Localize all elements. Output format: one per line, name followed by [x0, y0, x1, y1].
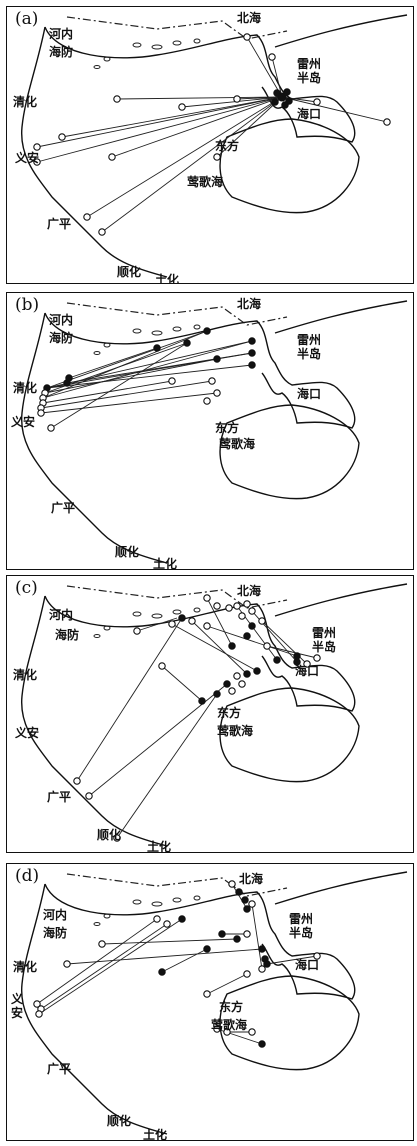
place-haikou: 海口: [295, 958, 320, 972]
map-panel-b: (b) 河内 海防 北海 雷州半岛 清化 海口 义安 东方 莺歌海 广平 顺化 …: [6, 292, 414, 570]
panel-label: (a): [15, 9, 39, 29]
coastline-mainland: [44, 312, 356, 429]
place-dongfang: 东方: [217, 706, 242, 720]
place-shunhua: 顺化: [117, 265, 142, 279]
map-d-svg: [21, 871, 408, 1135]
place-tuhua: 土化: [147, 840, 172, 853]
place-yian: 义安: [11, 992, 24, 1020]
place-yingge: 莺歌海: [219, 437, 256, 451]
islands: [93, 607, 201, 638]
points: [33, 880, 321, 1048]
place-qinghua: 清化: [13, 381, 38, 395]
place-hanoi: 河内: [49, 313, 74, 327]
hainan-island: [219, 118, 360, 214]
place-qinghua: 清化: [13, 95, 38, 109]
islands: [93, 895, 201, 926]
map-c-svg: [21, 583, 408, 847]
map-b-svg: [21, 300, 408, 564]
coastline-northeast: [274, 871, 408, 905]
panel-label: (d): [15, 866, 40, 886]
national-border: [66, 302, 288, 326]
tracks: [76, 597, 318, 839]
national-border: [66, 585, 288, 609]
place-yingge: 莺歌海: [217, 724, 254, 738]
coastline-northeast: [274, 300, 408, 334]
points: [33, 33, 391, 236]
place-leizhou: 雷州半岛: [297, 57, 322, 85]
place-hanoi: 河内: [49, 27, 74, 41]
place-haiphong: 海防: [55, 628, 80, 642]
place-haikou: 海口: [295, 664, 320, 678]
place-shunhua: 顺化: [107, 1114, 132, 1128]
coastline-mainland: [44, 595, 356, 712]
place-shunhua: 顺化: [97, 828, 122, 842]
place-shunhua: 顺化: [115, 545, 140, 559]
map-panel-c: (c) 河内 海防 北海 雷州半岛 清化 海口 义安 东方 莺歌海 广平 顺化 …: [6, 575, 414, 853]
place-beihai: 北海: [237, 584, 262, 598]
place-guangping: 广平: [47, 1062, 72, 1076]
place-haikou: 海口: [297, 387, 322, 401]
place-yingge: 莺歌海: [211, 1018, 248, 1032]
map-a-svg: [21, 14, 408, 278]
coastline-mainland: [44, 883, 356, 1000]
map-panel-d: (d) 河内 海防 北海 雷州半岛 清化 海口 义安 东方 莺歌海 广平 顺化 …: [6, 863, 414, 1141]
place-guangping: 广平: [51, 501, 76, 515]
place-guangping: 广平: [47, 790, 72, 804]
place-yingge: 莺歌海: [187, 175, 224, 189]
place-tuhua: 土化: [143, 1128, 168, 1141]
map-panel-a: (a) 河内 海防 北海 雷州半岛 清化 海口 义安 东方 莺歌海 广平 顺化 …: [6, 6, 414, 284]
coastline-vietnam: [21, 883, 168, 1135]
place-dongfang: 东方: [219, 1000, 244, 1014]
tracks: [36, 883, 318, 1045]
hainan-island: [219, 975, 360, 1071]
coastline-northeast: [274, 14, 408, 48]
coastline-vietnam: [21, 312, 168, 564]
place-leizhou: 雷州半岛: [297, 333, 322, 361]
national-border: [66, 873, 288, 897]
place-hanoi: 河内: [49, 608, 74, 622]
hainan-island: [219, 687, 360, 783]
tracks: [36, 36, 388, 233]
points: [37, 327, 256, 432]
place-yian: 义安: [15, 151, 40, 165]
place-yian: 义安: [11, 415, 36, 429]
place-beihai: 北海: [237, 297, 262, 311]
place-haikou: 海口: [297, 107, 322, 121]
place-beihai: 北海: [239, 872, 264, 886]
place-qinghua: 清化: [13, 668, 38, 682]
coastline-northeast: [274, 583, 408, 617]
place-hanoi: 河内: [43, 908, 68, 922]
national-border: [66, 16, 288, 40]
coastline-vietnam: [21, 26, 168, 278]
place-guangping: 广平: [47, 217, 72, 231]
panel-label: (b): [15, 295, 40, 315]
coastline-vietnam: [21, 595, 168, 847]
panel-label: (c): [15, 578, 38, 598]
place-tuhua: 土化: [153, 557, 178, 570]
place-haiphong: 海防: [43, 926, 68, 940]
place-tuhua: 土化: [155, 273, 180, 284]
place-beihai: 北海: [237, 11, 262, 25]
points: [73, 594, 321, 842]
tracks: [40, 330, 253, 429]
place-dongfang: 东方: [215, 139, 240, 153]
hainan-island: [219, 404, 360, 500]
place-haiphong: 海防: [49, 45, 74, 59]
place-qinghua: 清化: [13, 960, 38, 974]
place-dongfang: 东方: [215, 421, 240, 435]
place-haiphong: 海防: [49, 331, 74, 345]
place-yian: 义安: [15, 726, 40, 740]
place-leizhou: 雷州半岛: [289, 912, 314, 940]
islands: [93, 38, 201, 69]
islands: [93, 324, 201, 355]
place-leizhou: 雷州半岛: [312, 626, 337, 654]
